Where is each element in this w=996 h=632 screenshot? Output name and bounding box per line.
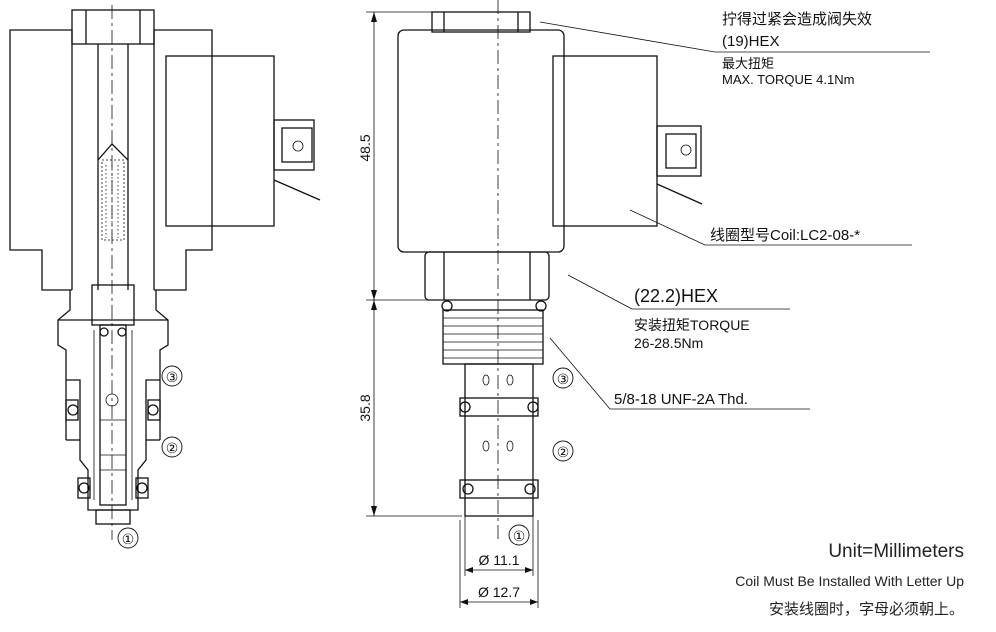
hex-mid: (22.2)HEX [634, 286, 718, 306]
left-port-labels: ③ ② ① [117, 365, 183, 549]
install-torque-value: 26-28.5Nm [634, 335, 703, 351]
hex-warning: 拧得过紧会造成阀失效 [722, 11, 872, 28]
thread-spec: 5/8-18 UNF-2A Thd. [614, 391, 748, 408]
hex-top: (19)HEX [722, 33, 780, 50]
left-port-3: ③ [166, 369, 179, 385]
dim-dia-large: Ø 12.7 [478, 584, 520, 600]
sectional-view [9, 5, 321, 540]
max-torque-cn: 最大扭矩 [722, 56, 774, 71]
leader-lines [539, 21, 930, 410]
annotations: 拧得过紧会造成阀失效 (19)HEX 最大扭矩 MAX. TORQUE 4.1N… [614, 11, 872, 408]
right-port-3: ③ [557, 371, 570, 387]
dim-cartridge-height: 35.8 [357, 394, 373, 421]
dim-dia-small: Ø 11.1 [479, 552, 520, 568]
armature-spring [101, 159, 125, 241]
diameter-dimensions: Ø 11.1 Ø 12.7 [459, 516, 539, 608]
unit-note: Unit=Millimeters [828, 541, 964, 562]
dim-coil-height: 48.5 [357, 134, 373, 161]
right-port-labels: ③ ② ① [508, 367, 574, 546]
external-view [397, 0, 703, 540]
right-port-1: ① [513, 528, 526, 544]
vertical-dimensions: 48.5 35.8 [357, 11, 462, 517]
left-port-2: ② [166, 440, 179, 456]
coil-note-en: Coil Must Be Installed With Letter Up [735, 573, 964, 589]
install-torque: 安装扭矩TORQUE [634, 317, 750, 333]
max-torque-en: MAX. TORQUE 4.1Nm [722, 72, 854, 87]
right-port-2: ② [557, 444, 570, 460]
left-port-1: ① [122, 531, 135, 547]
coil-model: 线圈型号Coil:LC2-08-* [710, 227, 860, 244]
coil-note-cn: 安装线圈时，字母必须朝上。 [768, 601, 964, 618]
